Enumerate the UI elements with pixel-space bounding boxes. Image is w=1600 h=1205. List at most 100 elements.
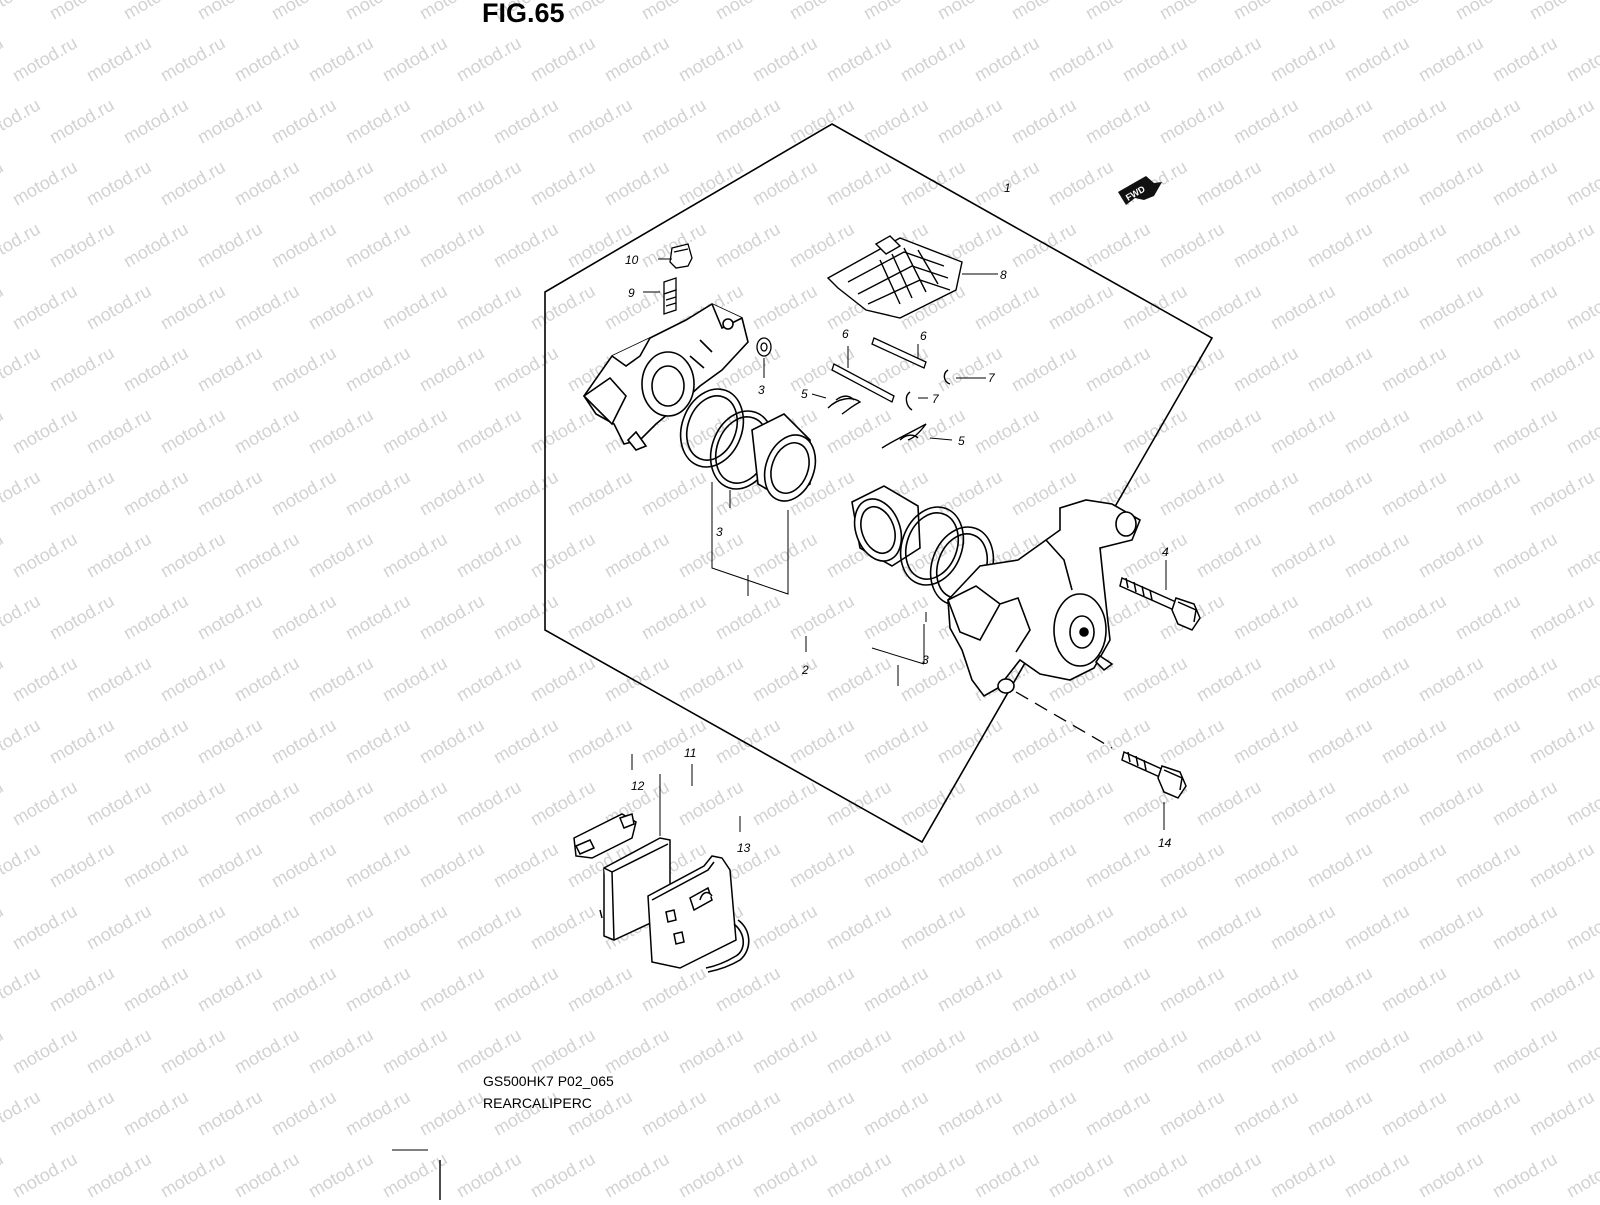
watermark-text: motod.ru: [1156, 0, 1228, 23]
watermark-text: motod.ru: [1119, 281, 1191, 334]
watermark-text: motod.ru: [157, 653, 229, 706]
watermark-text: motod.ru: [1045, 1149, 1117, 1200]
watermark-text: motod.ru: [120, 963, 192, 1016]
watermark-text: motod.ru: [120, 219, 192, 272]
watermark-text: motod.ru: [1563, 1025, 1600, 1078]
watermark-text: motod.ru: [527, 281, 599, 334]
watermark-text: motod.ru: [712, 715, 784, 768]
watermark-text: motod.ru: [342, 219, 414, 272]
watermark-text: motod.ru: [1082, 1087, 1154, 1140]
callout-13: 13: [737, 841, 751, 855]
watermark-text: motod.ru: [157, 529, 229, 582]
watermark-text: motod.ru: [1489, 33, 1561, 86]
watermark-text: motod.ru: [1156, 343, 1228, 396]
watermark-text: motod.ru: [1415, 157, 1487, 210]
watermark-text: motod.ru: [1341, 529, 1413, 582]
watermark-text: motod.ru: [120, 343, 192, 396]
watermark-text: motod.ru: [601, 653, 673, 706]
watermark-text: motod.ru: [786, 219, 858, 272]
watermark-text: motod.ru: [268, 1087, 340, 1140]
watermark-text: motod.ru: [1230, 839, 1302, 892]
watermark-text: motod.ru: [1452, 343, 1524, 396]
watermark-text: motod.ru: [1304, 591, 1376, 644]
watermark-text: motod.ru: [1045, 33, 1117, 86]
watermark-text: motod.ru: [379, 901, 451, 954]
watermark-text: motod.ru: [305, 777, 377, 830]
watermark-text: motod.ru: [1526, 715, 1598, 768]
watermark-text: motod.ru: [0, 1149, 7, 1200]
watermark-text: motod.ru: [897, 157, 969, 210]
watermark-text: motod.ru: [1008, 95, 1080, 148]
watermark-text: motod.ru: [46, 715, 118, 768]
watermark-text: motod.ru: [83, 1025, 155, 1078]
watermark-text: motod.ru: [379, 33, 451, 86]
watermark-text: motod.ru: [1156, 95, 1228, 148]
watermark-text: motod.ru: [971, 777, 1043, 830]
watermark-text: motod.ru: [1267, 405, 1339, 458]
watermark-text: motod.ru: [120, 715, 192, 768]
watermark-text: motod.ru: [194, 219, 266, 272]
watermark-text: motod.ru: [934, 0, 1006, 23]
callout-8: 8: [1000, 268, 1007, 282]
watermark-text: motod.ru: [194, 839, 266, 892]
watermark-text: motod.ru: [1045, 157, 1117, 210]
watermark-text: motod.ru: [342, 0, 414, 23]
watermark-text: motod.ru: [712, 95, 784, 148]
watermark-text: motod.ru: [305, 405, 377, 458]
watermark-text: motod.ru: [1193, 1149, 1265, 1200]
watermark-text: motod.ru: [1526, 1087, 1598, 1140]
watermark-text: motod.ru: [1378, 219, 1450, 272]
watermark-text: motod.ru: [416, 467, 488, 520]
caliper-half-left: [582, 303, 749, 451]
watermark-text: motod.ru: [897, 405, 969, 458]
watermark-text: motod.ru: [934, 343, 1006, 396]
watermark-text: motod.ru: [194, 591, 266, 644]
watermark-text: motod.ru: [1378, 839, 1450, 892]
watermark-text: motod.ru: [1341, 405, 1413, 458]
watermark-text: motod.ru: [342, 715, 414, 768]
watermark-text: motod.ru: [786, 963, 858, 1016]
watermark-text: motod.ru: [786, 95, 858, 148]
watermark-text: motod.ru: [860, 1087, 932, 1140]
watermark-text: motod.ru: [1230, 963, 1302, 1016]
pad-spring-part: [826, 235, 963, 319]
callout-5: 5: [801, 387, 808, 401]
watermark-text: motod.ru: [46, 591, 118, 644]
watermark-text: motod.ru: [83, 33, 155, 86]
watermark-text: motod.ru: [712, 1087, 784, 1140]
watermark-text: motod.ru: [1452, 963, 1524, 1016]
watermark-text: motod.ru: [1378, 0, 1450, 23]
watermark-text: motod.ru: [897, 1149, 969, 1200]
watermark-text: motod.ru: [1452, 839, 1524, 892]
watermark-text: motod.ru: [1452, 591, 1524, 644]
watermark-text: motod.ru: [46, 95, 118, 148]
watermark-text: motod.ru: [1119, 33, 1191, 86]
watermark-text: motod.ru: [823, 157, 895, 210]
watermark-text: motod.ru: [0, 95, 44, 148]
watermark-text: motod.ru: [1045, 281, 1117, 334]
watermark-text: motod.ru: [0, 219, 44, 272]
watermark-text: motod.ru: [1008, 839, 1080, 892]
pin-clip-part: [905, 369, 951, 411]
watermark-text: motod.ru: [934, 1087, 1006, 1140]
watermark-text: motod.ru: [453, 157, 525, 210]
watermark-text: motod.ru: [194, 963, 266, 1016]
watermark-text: motod.ru: [1526, 0, 1598, 23]
watermark-text: motod.ru: [490, 219, 562, 272]
watermark-text: motod.ru: [379, 405, 451, 458]
watermark-text: motod.ru: [1341, 901, 1413, 954]
callout-7: 7: [932, 392, 940, 406]
watermark-text: motod.ru: [1341, 1025, 1413, 1078]
watermark-text: motod.ru: [749, 653, 821, 706]
watermark-text: motod.ru: [490, 715, 562, 768]
watermark-text: motod.ru: [157, 405, 229, 458]
watermark-text: motod.ru: [749, 901, 821, 954]
watermark-text: motod.ru: [120, 591, 192, 644]
bracket-line: [711, 482, 789, 596]
watermark-text: motod.ru: [971, 33, 1043, 86]
watermark-text: motod.ru: [601, 529, 673, 582]
watermark-text: motod.ru: [342, 963, 414, 1016]
watermark-text: motod.ru: [0, 529, 7, 582]
watermark-text: motod.ru: [601, 281, 673, 334]
